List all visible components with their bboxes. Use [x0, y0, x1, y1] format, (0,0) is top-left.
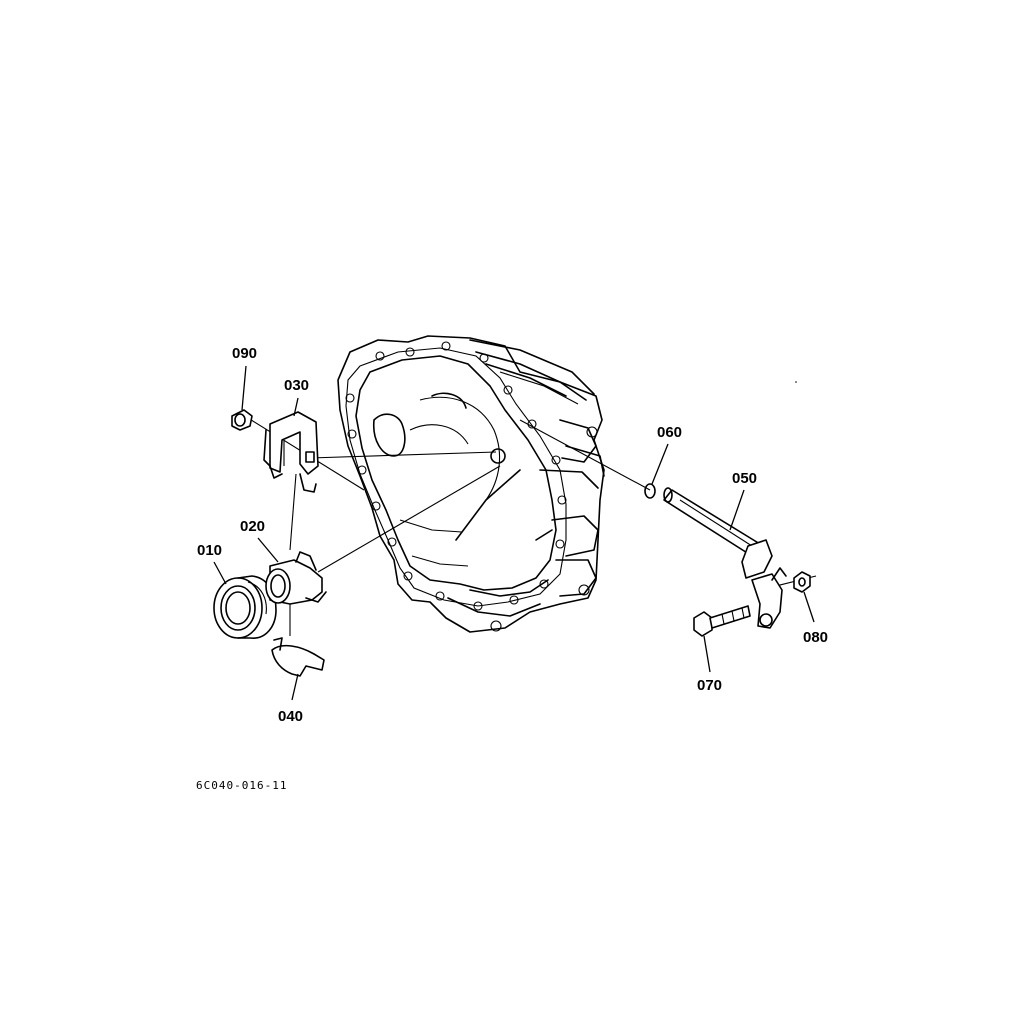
bushing-part-090	[231, 409, 253, 431]
release-fork-part-030	[263, 411, 319, 493]
o-ring-part-060	[644, 483, 656, 499]
bolt-part-070	[693, 605, 751, 637]
clutch-housing	[337, 335, 605, 633]
callout-050: 050	[732, 470, 757, 487]
callout-labels: 090 030 020 010 040 060 050 070 080	[197, 345, 828, 725]
stray-dot	[795, 381, 797, 383]
callout-030: 030	[284, 377, 309, 394]
callout-010: 010	[197, 542, 222, 559]
release-bearing-part-010	[213, 575, 277, 639]
callout-090: 090	[232, 345, 257, 362]
release-shaft-part-050	[663, 487, 787, 629]
drawing-number: 6C040-016-11	[196, 779, 287, 792]
callout-leaders	[213, 365, 815, 701]
callout-080: 080	[803, 629, 828, 646]
callout-020: 020	[240, 518, 265, 535]
callout-040: 040	[278, 708, 303, 725]
callout-060: 060	[657, 424, 682, 441]
callout-070: 070	[697, 677, 722, 694]
spring-clip-part-040	[271, 637, 325, 677]
nut-part-080	[793, 571, 811, 593]
flange-bolt-holes	[345, 341, 598, 632]
bearing-hub-part-020	[265, 551, 327, 605]
